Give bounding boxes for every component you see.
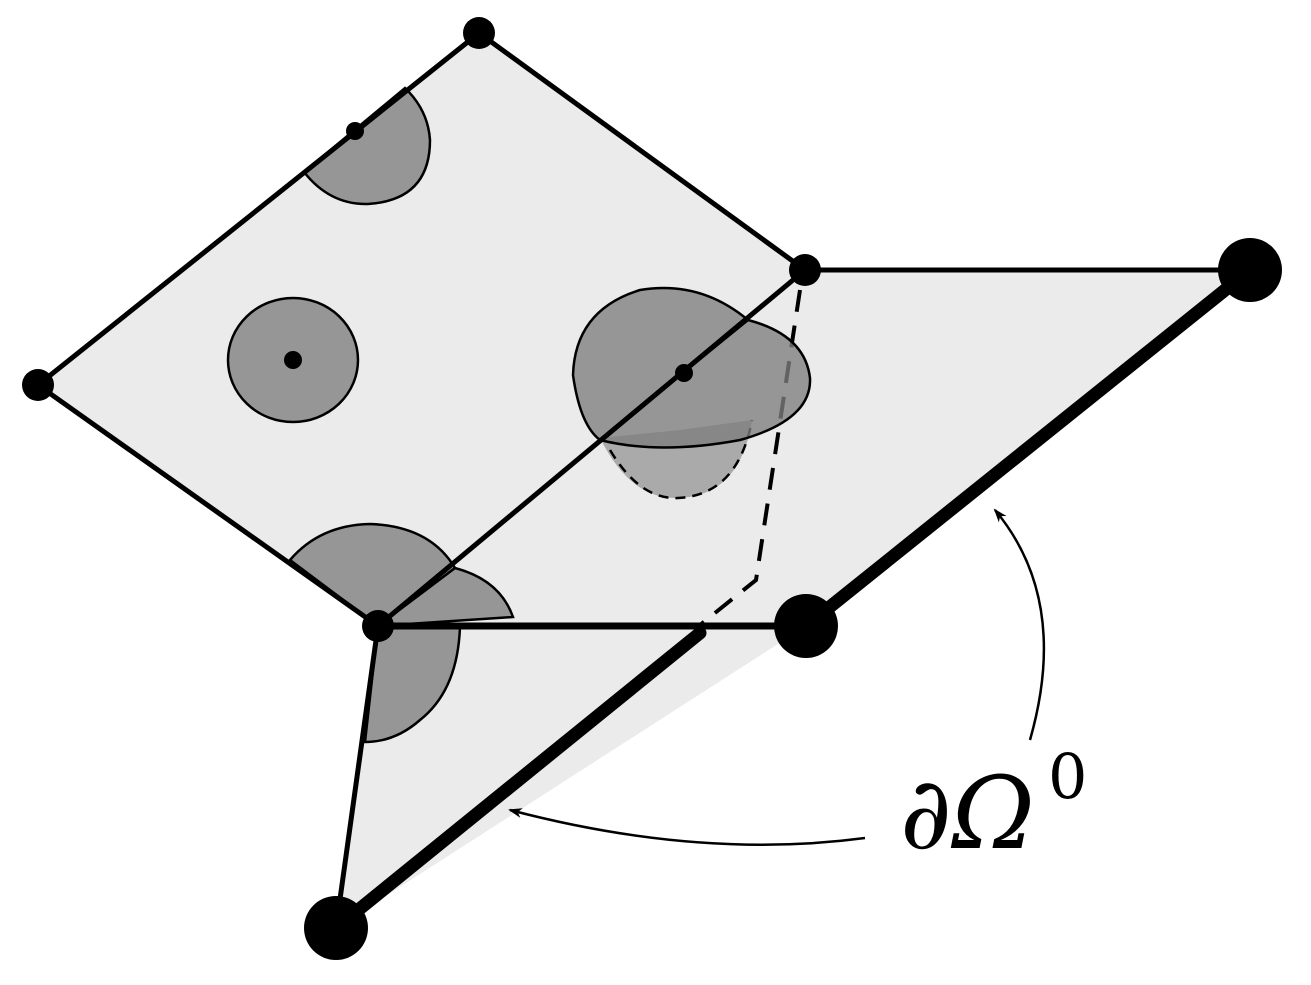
boundary-label: ∂Ω <box>900 755 1035 872</box>
point-edge-top <box>346 122 364 140</box>
vertex-boundary-bottom-mid <box>774 594 838 658</box>
boundary-edge-right <box>799 263 1257 633</box>
edge-lower-left <box>333 623 381 931</box>
edge-top-left <box>35 30 482 388</box>
arrow-to-lower-boundary <box>508 808 866 846</box>
face-right <box>378 270 1250 626</box>
boundary-edge-lower <box>329 626 707 935</box>
face-upper-left <box>38 33 805 626</box>
patch-edge-mid-right <box>597 318 812 449</box>
vertex-boundary-bottom-left <box>304 896 368 960</box>
vertex-left <box>22 369 54 401</box>
patch-edge-top <box>302 86 432 206</box>
arrow-to-right-boundary <box>993 508 1046 741</box>
point-interior <box>284 351 302 369</box>
edge-top-right <box>476 30 808 273</box>
patch-vertex-right <box>373 566 515 628</box>
edge-diagonal <box>375 267 808 629</box>
boundary-label-superscript: 0 <box>1048 740 1087 813</box>
vertex-boundary-right <box>1218 238 1282 302</box>
hidden-edge <box>698 289 802 627</box>
vertex-top <box>463 17 495 49</box>
patch-vertex-lower <box>363 624 462 744</box>
patch-edge-mid-left <box>571 286 750 442</box>
point-edge-mid <box>675 364 693 382</box>
face-lower-left <box>336 626 806 928</box>
vertex-mid-right <box>789 254 821 286</box>
patch-hidden-outline <box>608 419 754 500</box>
vertex-center <box>362 610 394 642</box>
edge-left-bottom <box>35 382 381 629</box>
patch-vertex-upper <box>288 522 457 628</box>
